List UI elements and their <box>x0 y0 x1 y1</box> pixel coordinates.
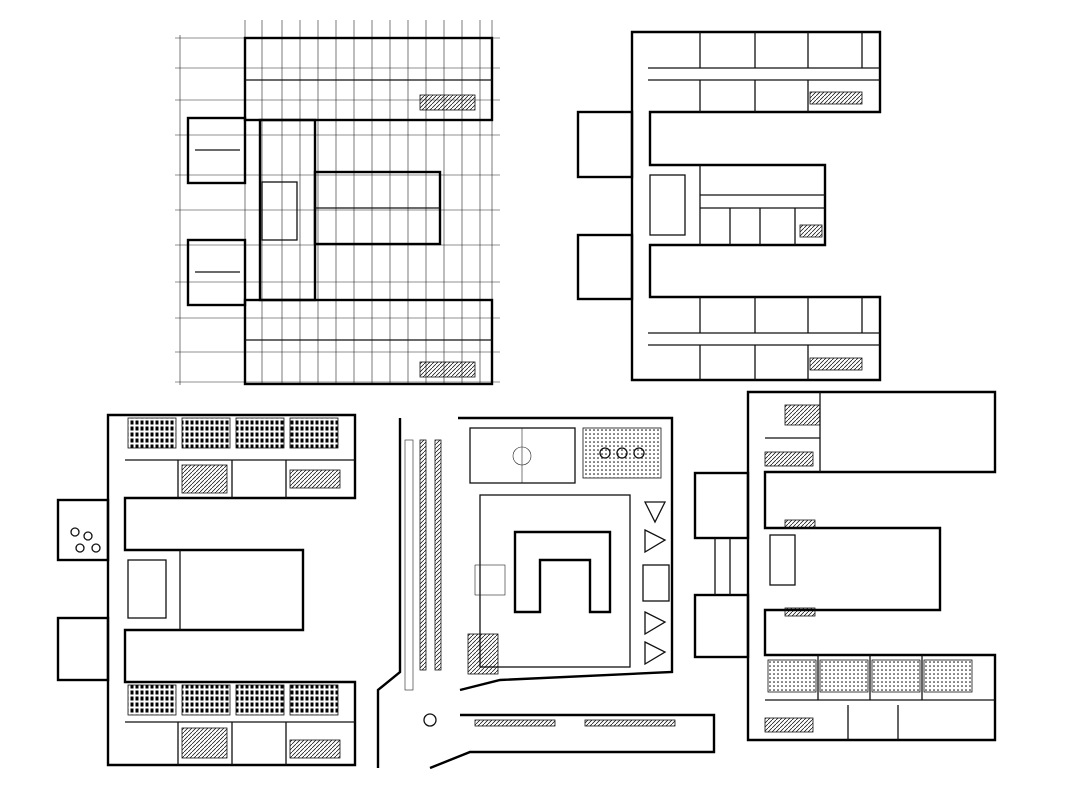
grid-floor-plan <box>175 20 500 386</box>
structural-grid <box>175 20 500 385</box>
ornamental-tiles <box>767 659 973 693</box>
classroom-walls <box>648 32 880 380</box>
building-outline <box>693 390 997 742</box>
lecture-seating <box>127 417 339 716</box>
building-footprint <box>467 494 631 675</box>
interior-walls <box>195 79 492 341</box>
staircases <box>784 404 821 617</box>
sports-courts <box>469 427 662 484</box>
stair-blocks <box>181 464 228 759</box>
planter-circles <box>70 527 101 553</box>
landscape-features <box>642 501 670 666</box>
room-walls <box>714 392 995 740</box>
e-shaped-floor-plan-bottom-left <box>56 413 357 767</box>
building-outline <box>576 30 882 382</box>
site-boundary <box>376 416 716 770</box>
toilet-fixtures <box>419 94 476 378</box>
parking-bays <box>404 439 676 727</box>
toilet-fixtures <box>289 469 341 759</box>
building-outline <box>56 413 357 767</box>
site-plan <box>376 416 716 770</box>
e-shaped-floor-plan-bottom-right <box>693 390 997 742</box>
roundabout <box>423 713 437 727</box>
building-outline <box>186 36 494 386</box>
e-shaped-floor-plan-top-right <box>576 30 882 382</box>
toilet-fixtures <box>799 91 863 371</box>
room-walls <box>125 459 355 765</box>
toilet-fixtures <box>764 451 814 733</box>
